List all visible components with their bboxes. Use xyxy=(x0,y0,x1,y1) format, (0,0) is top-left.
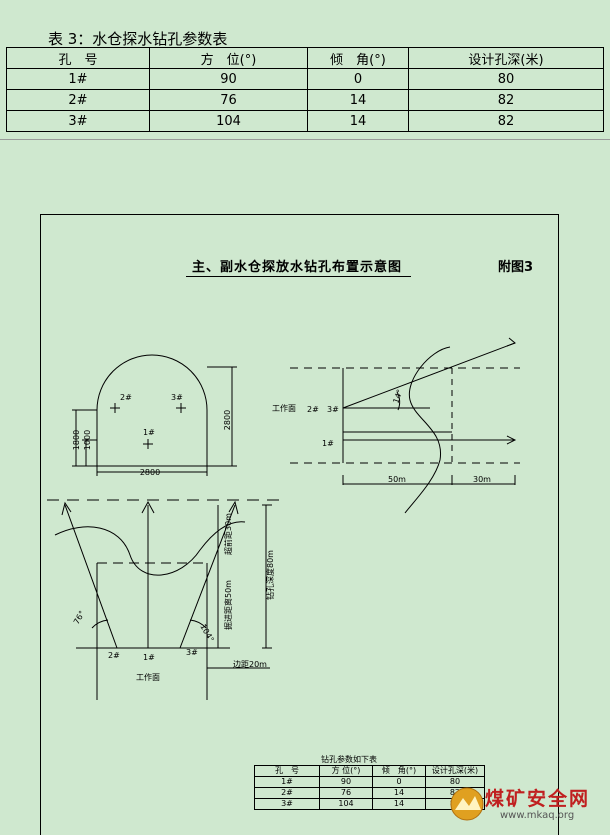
section-dim-a: 1800 xyxy=(72,430,81,450)
section-dim-b: 1000 xyxy=(83,430,92,450)
angle-arc xyxy=(396,391,401,411)
dimension-line xyxy=(207,366,237,467)
plan-excavation-label: 掘进距离50m xyxy=(223,580,233,630)
table-cell: 82 xyxy=(408,110,604,132)
side-hole2-label: 2# xyxy=(307,405,319,414)
plan-work-face-label: 工作面 xyxy=(136,672,160,682)
figure-label: 附图3 xyxy=(498,260,534,275)
table-row: 2# 76 14 82 xyxy=(6,89,604,111)
arrow-head xyxy=(61,501,72,516)
dimension-line xyxy=(262,504,272,649)
table-header-row: 孔 号 方 位(°) 倾 角(°) 设计孔深(米) xyxy=(6,47,604,69)
arrow-head xyxy=(506,435,517,445)
section-hole3-label: 3# xyxy=(171,393,183,402)
table-cell: 104 xyxy=(319,798,373,810)
header-cell: 倾 角(°) xyxy=(307,47,409,69)
diagram-frame xyxy=(40,214,559,835)
section-hole2-label: 2# xyxy=(120,393,132,402)
watermark-text: 煤矿安全网 xyxy=(485,788,591,810)
header-cell: 孔 号 xyxy=(254,765,320,777)
header-cell: 方 位(°) xyxy=(319,765,373,777)
table-cell: 0 xyxy=(372,776,426,788)
arrow-head xyxy=(506,337,516,347)
break-curve xyxy=(54,521,246,576)
tunnel-wall xyxy=(96,563,208,700)
plan-hole-depth-label: 钻孔深度80m xyxy=(265,550,275,600)
side-angle-label: 14° xyxy=(391,388,404,404)
arrow-head xyxy=(141,500,155,514)
plan-advance-label: 超前距30m xyxy=(223,513,233,555)
table-row: 1# 90 0 80 xyxy=(254,776,485,788)
header-cell: 设计孔深(米) xyxy=(425,765,485,777)
table-cell: 3# xyxy=(254,798,320,810)
parameter-table: 孔 号 方 位(°) 倾 角(°) 设计孔深(米) 1# 90 0 80 2# … xyxy=(6,47,604,132)
table-row: 3# 104 14 82 xyxy=(6,110,604,132)
angle-arc xyxy=(91,619,109,629)
table-cell: 2# xyxy=(6,89,150,111)
angle-arc xyxy=(189,619,207,629)
side-dist1-label: 50m xyxy=(388,475,406,484)
table-cell: 2# xyxy=(254,787,320,799)
mini-header-row: 孔 号 方 位(°) 倾 角(°) 设计孔深(米) xyxy=(254,765,485,777)
side-work-face-label: 工作面 xyxy=(272,403,296,413)
plan-side-dist-label: 边距20m xyxy=(233,659,267,669)
hole-line xyxy=(342,342,516,409)
plan-angle-right: 104° xyxy=(198,623,215,644)
table-cell: 90 xyxy=(319,776,373,788)
dimension-line xyxy=(72,409,97,467)
table-caption: 表 3：水仓探水钻孔参数表 xyxy=(48,30,228,48)
hole-mark xyxy=(176,403,186,413)
mini-table-title: 钻孔参数如下表 xyxy=(321,755,377,764)
hole-mark xyxy=(143,439,153,449)
plan-angle-left: 76° xyxy=(72,609,87,626)
table-cell: 14 xyxy=(372,798,426,810)
diagram-title: 主、副水仓探放水钻孔布置示意图 xyxy=(192,260,403,275)
break-curve xyxy=(404,346,451,514)
plan-hole3-label: 3# xyxy=(186,648,198,657)
table-cell: 3# xyxy=(6,110,150,132)
dimension-line xyxy=(342,475,516,485)
dimension-line xyxy=(96,466,208,476)
table-cell: 14 xyxy=(372,787,426,799)
mini-parameter-table: 孔 号 方 位(°) 倾 角(°) 设计孔深(米) 1# 90 0 80 2# … xyxy=(254,765,485,810)
watermark-url: www.mkaq.org xyxy=(500,810,575,821)
tunnel-section xyxy=(96,354,208,467)
section-height-label: 2800 xyxy=(223,410,232,430)
section-width-label: 2800 xyxy=(140,468,160,477)
hole-line xyxy=(64,504,118,649)
side-hole1-label: 1# xyxy=(322,439,334,448)
header-cell: 倾 角(°) xyxy=(372,765,426,777)
side-hole3-label: 3# xyxy=(327,405,339,414)
table-cell: 14 xyxy=(307,110,409,132)
arrow-head xyxy=(228,500,239,515)
table-cell: 76 xyxy=(319,787,373,799)
plan-hole1-label: 1# xyxy=(143,653,155,662)
hole-line xyxy=(179,504,236,649)
header-cell: 方 位(°) xyxy=(149,47,308,69)
side-dist2-label: 30m xyxy=(473,475,491,484)
table-cell: 104 xyxy=(149,110,308,132)
plan-hole2-label: 2# xyxy=(108,651,120,660)
watermark-logo-icon xyxy=(450,787,484,821)
title-underline xyxy=(186,276,411,277)
page-divider xyxy=(0,139,610,140)
section-hole1-label: 1# xyxy=(143,428,155,437)
table-cell: 90 xyxy=(149,68,308,90)
hole-mark xyxy=(110,403,120,413)
table-cell: 1# xyxy=(254,776,320,788)
